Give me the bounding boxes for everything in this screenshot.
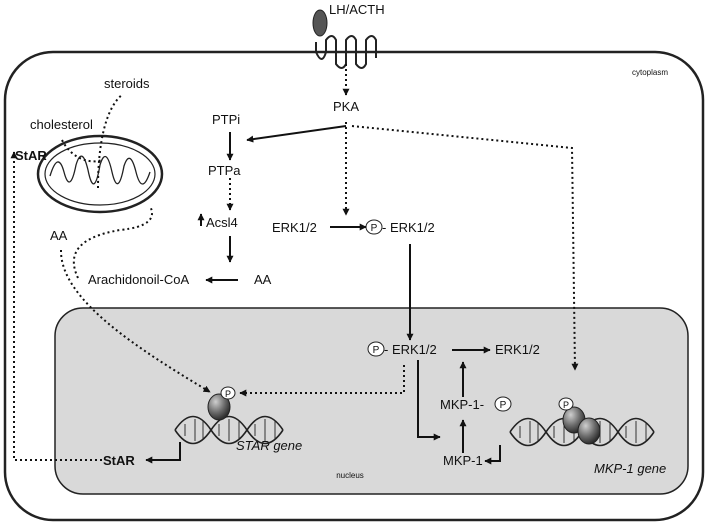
nucleus-label: nucleus <box>336 471 364 480</box>
erk-cyto-label: ERK1/2 <box>272 220 317 235</box>
svg-text:P: P <box>371 223 378 234</box>
erk-nuc-label: ERK1/2 <box>495 342 540 357</box>
mkp1-label: MKP-1 <box>443 453 483 468</box>
aa-right-label: AA <box>254 272 272 287</box>
arrows-solid <box>145 125 501 465</box>
star-gene-dna-icon <box>174 415 284 445</box>
svg-text:P: P <box>225 389 231 399</box>
phospho-badge: P <box>494 396 512 412</box>
phospho-badge: P <box>365 219 383 235</box>
star-nuc-label: StAR <box>103 453 135 468</box>
ligand-icon <box>312 9 328 37</box>
star-gene-label: STAR gene <box>236 438 302 453</box>
cholesterol-label: cholesterol <box>30 117 93 132</box>
mkp1-p-label: MKP-1- <box>440 397 484 412</box>
cytoplasm-label: cytoplasm <box>632 68 668 77</box>
receptor-icon <box>312 9 377 69</box>
nucleus-region <box>54 307 689 495</box>
ptpa-label: PTPa <box>208 163 241 178</box>
svg-text:P: P <box>563 400 569 410</box>
mitochondrion-icon <box>36 134 164 214</box>
ptpi-label: PTPi <box>212 112 240 127</box>
arachidonoil-coa-label: Arachidonoil-CoA <box>88 272 189 287</box>
p-erk-cyto-label: - ERK1/2 <box>382 220 435 235</box>
ligand-label: LH/ACTH <box>329 2 385 17</box>
arrows-dotted <box>10 64 579 461</box>
p-erk-nuc-label: - ERK1/2 <box>384 342 437 357</box>
svg-text:P: P <box>500 400 507 411</box>
phospho-badge: P <box>367 341 385 357</box>
aa-left-label: AA <box>50 228 68 243</box>
transcription-complex-icon: P <box>558 397 601 445</box>
svg-text:P: P <box>373 345 380 356</box>
steroids-label: steroids <box>104 76 150 91</box>
acsl4-label: Acsl4 <box>206 215 238 230</box>
transcription-factor-icon: P <box>207 386 236 421</box>
pka-label: PKA <box>333 99 359 114</box>
mkp1-gene-label: MKP-1 gene <box>594 461 666 476</box>
star-protein-label: StAR <box>15 148 47 163</box>
